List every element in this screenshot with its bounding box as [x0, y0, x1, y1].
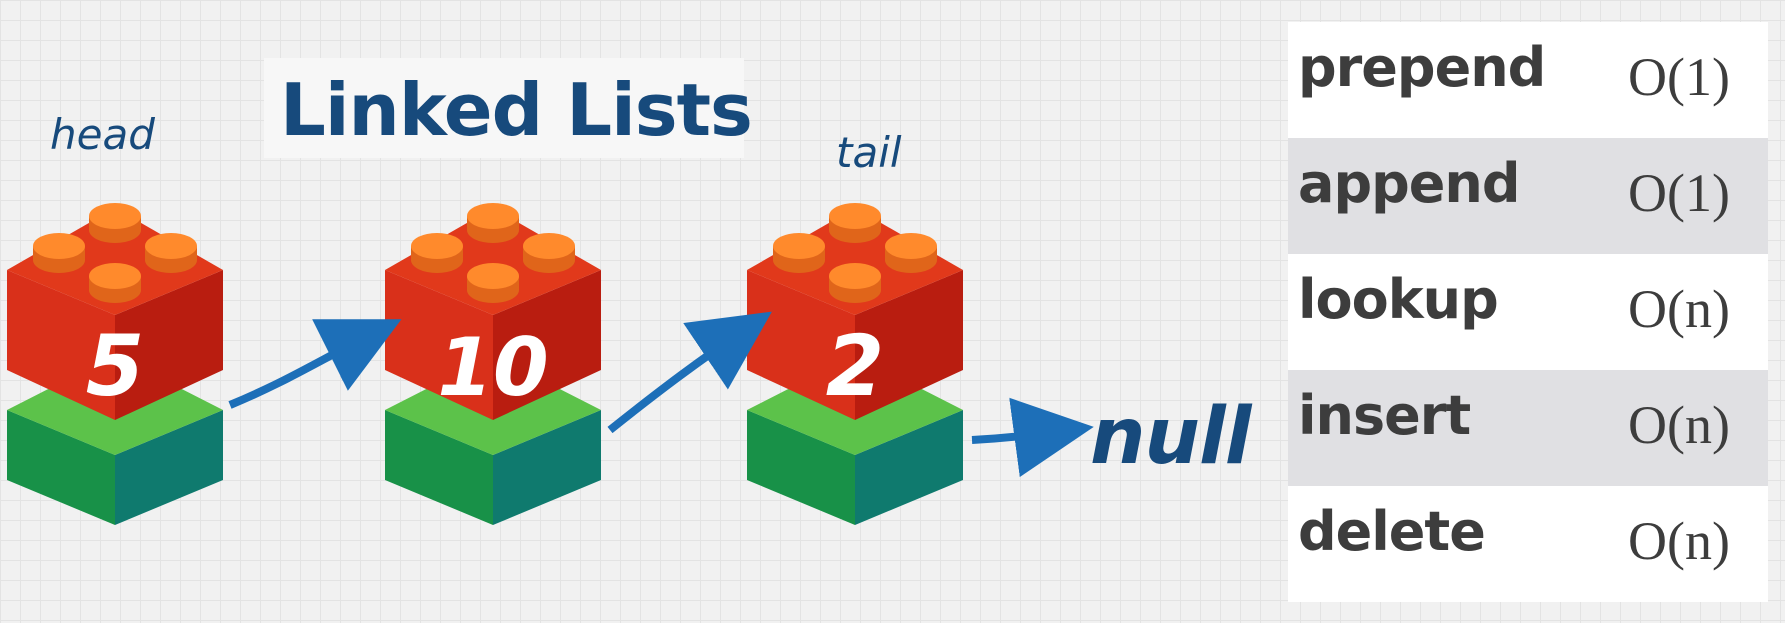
stud-top [89, 263, 141, 289]
head-label: head [50, 110, 155, 159]
pointer-brick-left-face [385, 410, 493, 525]
operation-row-append: append O(1) [1288, 138, 1768, 254]
value-brick-right-face [115, 270, 223, 420]
stud-top [411, 233, 463, 259]
value-brick-right-face [855, 270, 963, 420]
operation-row-insert: insert O(n) [1288, 370, 1768, 486]
pointer-brick-right-face [115, 410, 223, 525]
stud-top [467, 263, 519, 289]
operation-name: prepend [1298, 36, 1546, 99]
list-node: 10 [385, 203, 601, 525]
value-brick-top-face [747, 208, 963, 315]
arrow-node1-to-node2 [228, 319, 402, 409]
stud-top [773, 233, 825, 259]
value-brick-top-face [385, 208, 601, 315]
operation-row-lookup: lookup O(n) [1288, 254, 1768, 370]
page-title: Linked Lists [280, 68, 753, 152]
operation-name: delete [1298, 500, 1486, 563]
value-brick-left-face [747, 270, 855, 420]
pointer-brick-right-face [493, 410, 601, 525]
arrow-node2-to-node3 [607, 311, 772, 434]
stud-top [467, 203, 519, 229]
node-value: 5 [86, 317, 144, 415]
value-brick-left-face [385, 270, 493, 420]
complexity-table: prepend O(1) append O(1) lookup O(n) ins… [1288, 22, 1768, 602]
stud-top [89, 203, 141, 229]
stud-top [523, 233, 575, 259]
value-brick-right-face [493, 270, 601, 420]
stud-top [885, 233, 937, 259]
list-node: 5 [7, 203, 223, 525]
pointer-brick-right-face [855, 410, 963, 525]
list-node: 2 [747, 203, 963, 525]
stud-top [829, 263, 881, 289]
operation-complexity: O(n) [1628, 279, 1730, 339]
operation-row-prepend: prepend O(1) [1288, 22, 1768, 138]
operation-name: insert [1298, 384, 1471, 447]
pointer-brick-left-face [747, 410, 855, 525]
operation-row-delete: delete O(n) [1288, 486, 1768, 602]
node-value: 2 [826, 317, 884, 415]
stud-top [145, 233, 197, 259]
stud-top [33, 233, 85, 259]
value-brick-left-face [7, 270, 115, 420]
operation-name: append [1298, 152, 1520, 215]
stud-top [829, 203, 881, 229]
arrow-node3-to-null [971, 397, 1094, 478]
node-value: 10 [437, 321, 548, 414]
null-label: null [1090, 392, 1252, 482]
operation-complexity: O(n) [1628, 395, 1730, 455]
operation-complexity: O(1) [1628, 47, 1730, 107]
tail-label: tail [836, 128, 902, 177]
pointer-brick-left-face [7, 410, 115, 525]
operation-complexity: O(1) [1628, 163, 1730, 223]
title-card [264, 58, 744, 158]
operation-name: lookup [1298, 268, 1499, 331]
value-brick-top-face [7, 208, 223, 315]
operation-complexity: O(n) [1628, 511, 1730, 571]
